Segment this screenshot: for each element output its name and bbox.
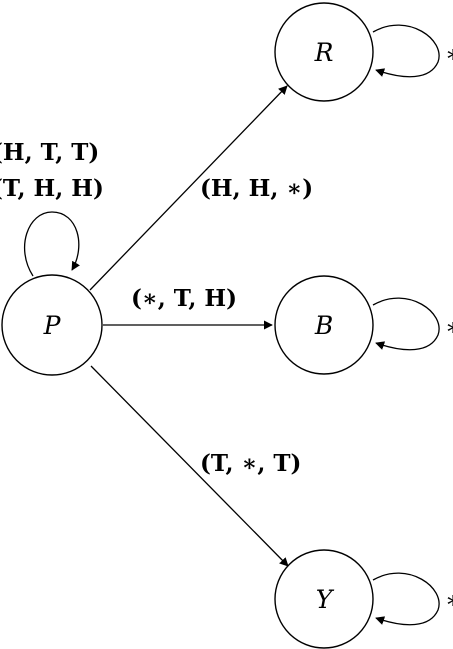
self-loop-label-r: ∗ bbox=[445, 40, 453, 68]
self-loop-b bbox=[372, 297, 440, 351]
self-loop-label-p-2: (T, H, H) bbox=[0, 175, 104, 202]
node-p: P bbox=[1, 274, 103, 376]
self-loop-label-y: ∗ bbox=[445, 586, 453, 614]
node-y-label: Y bbox=[316, 585, 335, 614]
node-p-label: P bbox=[43, 311, 62, 340]
self-loop-label-b: ∗ bbox=[445, 313, 453, 341]
self-loop-r bbox=[372, 24, 440, 78]
edge-label-p-to-b: (∗, T, H) bbox=[131, 285, 237, 312]
self-loop-p bbox=[23, 211, 80, 277]
self-loop-label-p-1: (H, T, T) bbox=[0, 139, 99, 166]
edge-label-p-to-r: (H, H, ∗) bbox=[200, 175, 313, 202]
edge-label-p-to-y: (T, ∗, T) bbox=[200, 450, 301, 477]
edge-p-to-y bbox=[90, 365, 289, 567]
node-b-label: B bbox=[314, 311, 333, 340]
node-r-label: R bbox=[314, 38, 334, 67]
node-y: Y bbox=[274, 549, 374, 649]
self-loop-y bbox=[372, 572, 440, 626]
edge-p-to-r bbox=[89, 85, 288, 291]
node-b: B bbox=[274, 275, 374, 375]
node-r: R bbox=[274, 2, 374, 102]
